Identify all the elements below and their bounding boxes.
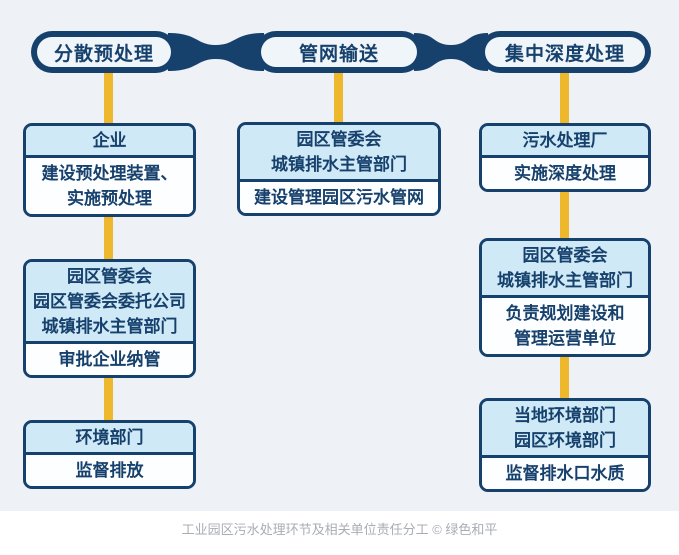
- box-body-line: 管理运营单位: [514, 329, 616, 348]
- band-connector-2: [414, 33, 488, 71]
- box-body-line: 监督排放: [75, 461, 144, 480]
- flow-box-planning-operation: 园区管委会 城镇排水主管部门 负责规划建设和 管理运营单位: [479, 238, 651, 357]
- box-body-line: 监督排水口水质: [505, 464, 625, 483]
- stage-pill-label-1: 分散预处理: [53, 43, 154, 65]
- box-header-line: 园区管委会: [296, 130, 382, 149]
- box-header: 园区管委会 城镇排水主管部门: [240, 125, 438, 182]
- flow-box-outlet-monitoring: 当地环境部门 园区环境部门 监督排水口水质: [479, 398, 651, 492]
- box-body-line: 负责规划建设和: [505, 304, 625, 323]
- box-header: 企业: [26, 126, 193, 158]
- box-header-line: 园区管委会委托公司: [33, 292, 186, 311]
- box-body-line: 实施深度处理: [514, 164, 616, 183]
- stage-pill-2-inner: [261, 37, 417, 67]
- flow-box-enterprise: 企业 建设预处理装置、 实施预处理: [23, 123, 196, 217]
- box-header-line: 当地环境部门: [514, 406, 616, 425]
- box-body: 监督排水口水质: [482, 458, 648, 489]
- box-body: 实施深度处理: [482, 158, 648, 189]
- stage-pill-3-inner: [485, 37, 645, 67]
- box-header-line: 企业: [92, 131, 127, 150]
- box-header-line: 城镇排水主管部门: [41, 317, 178, 336]
- box-header: 污水处理厂: [482, 126, 648, 158]
- box-header: 环境部门: [26, 423, 193, 455]
- box-header-line: 园区管委会: [67, 267, 152, 286]
- box-header-line: 城镇排水主管部门: [271, 155, 407, 174]
- flow-box-pipe-network: 园区管委会 城镇排水主管部门 建设管理园区污水管网: [237, 122, 441, 216]
- box-header-line: 城镇排水主管部门: [497, 271, 633, 290]
- box-body-line: 建设预处理装置、: [41, 164, 178, 183]
- box-header: 当地环境部门 园区环境部门: [482, 401, 648, 458]
- box-body-line: 建设管理园区污水管网: [254, 188, 424, 207]
- flow-line-column3: [560, 60, 569, 402]
- box-body-line: 审批企业纳管: [58, 350, 161, 369]
- box-body: 建设管理园区污水管网: [240, 182, 438, 213]
- stage-pill-label-2: 管网输送: [298, 43, 379, 65]
- diagram-caption: 工业园区污水处理环节及相关单位责任分工 © 绿色和平: [181, 522, 498, 537]
- box-header-line: 园区管委会: [522, 246, 608, 265]
- box-header: 园区管委会 园区管委会委托公司 城镇排水主管部门: [26, 262, 193, 344]
- box-body: 监督排放: [26, 455, 193, 486]
- box-body: 建设预处理装置、 实施预处理: [26, 158, 193, 214]
- flow-line-column1: [104, 60, 113, 424]
- flow-band-svg: [31, 31, 651, 424]
- band-connector-1: [168, 33, 264, 71]
- box-body: 负责规划建设和 管理运营单位: [482, 298, 648, 354]
- flow-line-column2: [334, 60, 343, 126]
- box-header-line: 园区环境部门: [514, 431, 616, 450]
- box-header-line: 污水处理厂: [522, 131, 608, 150]
- box-body-line: 实施预处理: [67, 189, 152, 208]
- stage-pill-label-3: 集中深度处理: [504, 43, 625, 65]
- box-body: 审批企业纳管: [26, 344, 193, 375]
- box-header-line: 环境部门: [75, 428, 144, 447]
- flow-box-park-committee-approval: 园区管委会 园区管委会委托公司 城镇排水主管部门 审批企业纳管: [23, 259, 196, 378]
- box-header: 园区管委会 城镇排水主管部门: [482, 241, 648, 298]
- flow-box-environment-dept: 环境部门 监督排放: [23, 420, 196, 489]
- stage-pill-1-inner: [37, 37, 171, 67]
- flow-box-treatment-plant: 污水处理厂 实施深度处理: [479, 123, 651, 192]
